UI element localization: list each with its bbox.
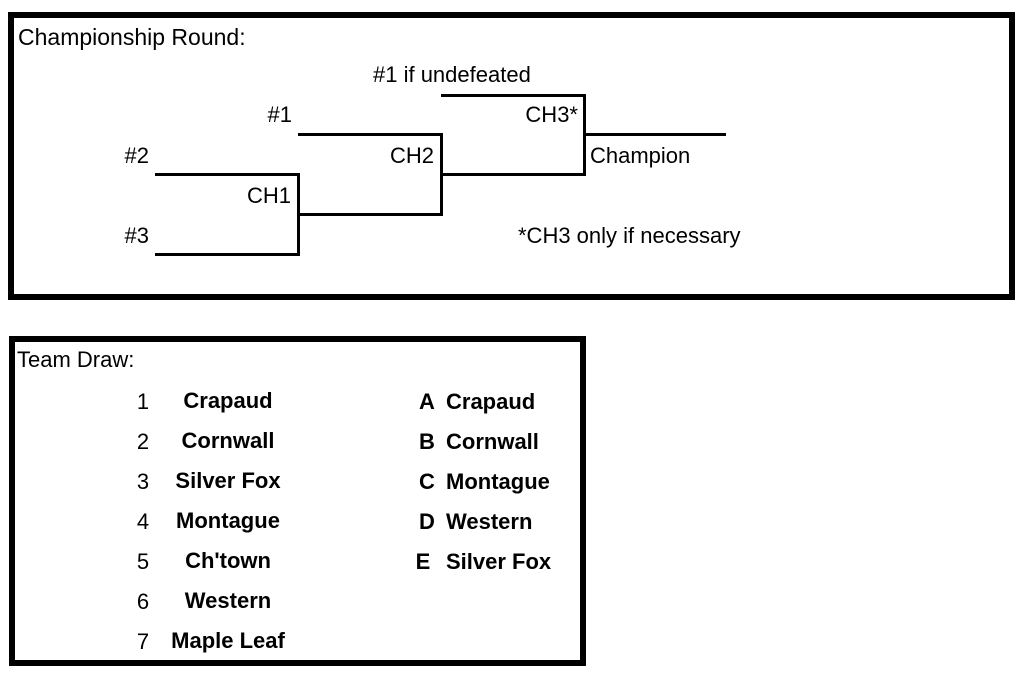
bracket-line-seed2 — [155, 173, 300, 176]
bracket-line-champion — [583, 133, 726, 136]
team-number: 2 — [136, 429, 150, 454]
label-undefeated: #1 if undefeated — [373, 62, 531, 87]
label-seed2: #2 — [124, 143, 149, 168]
team-name: Western — [446, 509, 533, 534]
team-name: Western — [184, 588, 272, 613]
team-letter: B — [419, 429, 435, 454]
team-number: 1 — [136, 389, 150, 414]
team-number: 5 — [136, 549, 150, 574]
team-name: Maple Leaf — [171, 628, 285, 653]
team-name: Ch'town — [185, 548, 271, 573]
team-draw-title: Team Draw: — [17, 347, 135, 372]
note-ch3: *CH3 only if necessary — [518, 223, 741, 248]
team-name: Cornwall — [446, 429, 539, 454]
label-seed3: #3 — [124, 223, 149, 248]
team-name: Crapaud — [446, 389, 536, 414]
team-letter: A — [419, 389, 435, 414]
team-name: Silver Fox — [446, 549, 552, 574]
team-number: 3 — [136, 469, 150, 494]
label-seed1: #1 — [267, 102, 292, 127]
bracket-line-undefeated — [441, 94, 586, 97]
team-letter: C — [419, 469, 435, 494]
team-number: 6 — [136, 589, 150, 614]
championship-title: Championship Round: — [18, 24, 246, 50]
bracket-line-seed3 — [155, 253, 300, 256]
team-name: Montague — [176, 508, 280, 533]
team-name: Silver Fox — [175, 468, 281, 493]
team-number: 7 — [136, 629, 150, 654]
team-name: Crapaud — [183, 388, 273, 413]
team-number: 4 — [136, 509, 150, 534]
label-ch3: CH3* — [525, 102, 578, 127]
team-draw-box — [9, 336, 586, 666]
label-ch1: CH1 — [246, 183, 291, 208]
label-champion: Champion — [590, 143, 691, 168]
bracket-line-ch1-winner — [297, 213, 443, 216]
bracket-line-ch2-winner — [440, 173, 586, 176]
team-name: Cornwall — [181, 428, 275, 453]
team-name: Montague — [446, 469, 550, 494]
bracket-line-seed1 — [298, 133, 443, 136]
label-ch2: CH2 — [389, 143, 434, 168]
team-letter: D — [419, 509, 435, 534]
championship-round-box — [8, 12, 1015, 300]
team-letter: E — [415, 549, 431, 574]
